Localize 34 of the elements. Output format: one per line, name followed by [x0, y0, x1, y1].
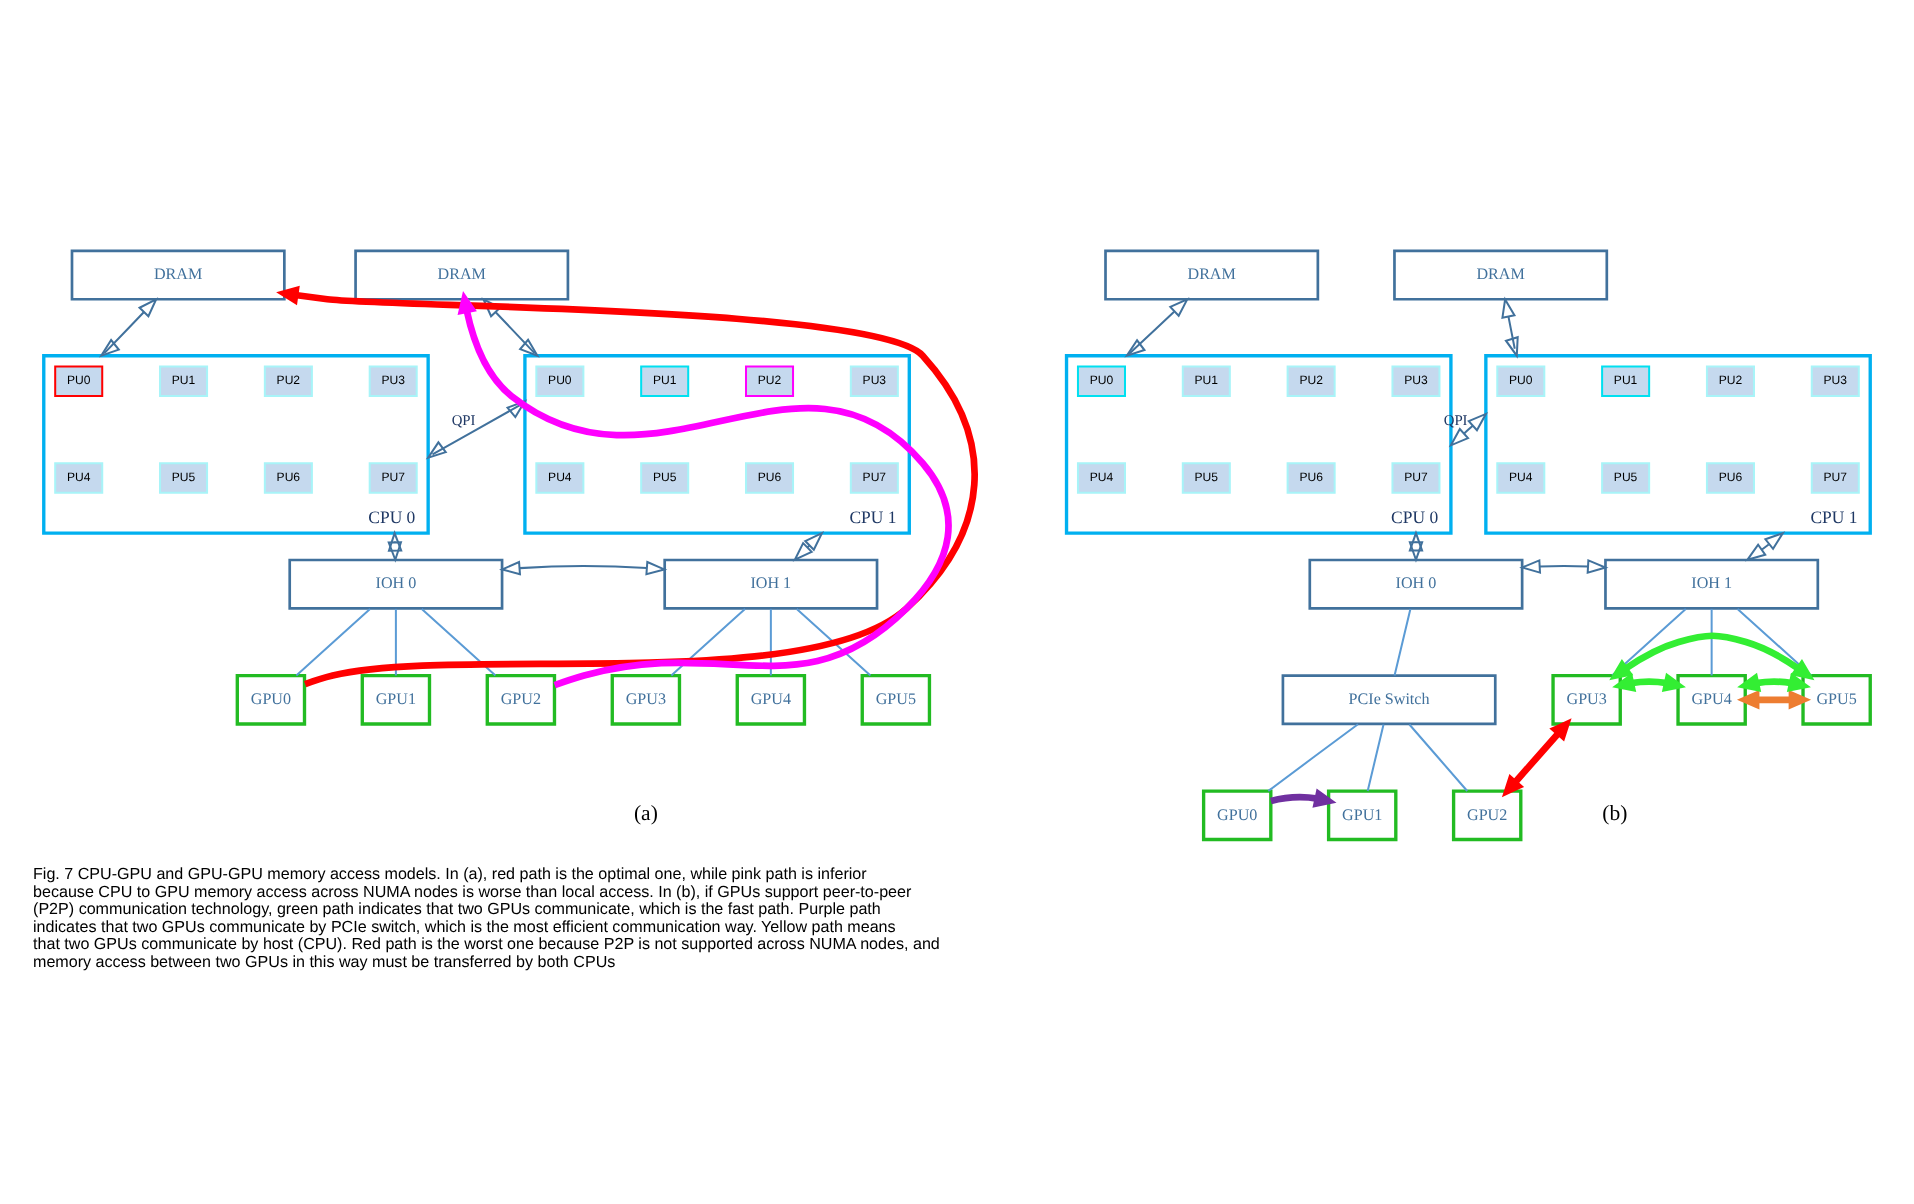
connector	[421, 607, 497, 676]
label: (b)	[1602, 801, 1628, 826]
arrow	[98, 296, 159, 357]
connector	[1736, 607, 1812, 676]
arrow	[1408, 529, 1424, 562]
connector	[1393, 607, 1412, 675]
arrow	[1612, 671, 1686, 692]
arrow	[1736, 688, 1812, 709]
arrow	[1609, 631, 1815, 680]
connector	[796, 607, 872, 676]
arrow	[425, 398, 528, 459]
arrow	[1270, 787, 1337, 807]
connector	[1710, 607, 1713, 675]
connector	[1366, 723, 1385, 791]
connector	[1611, 607, 1687, 676]
arrow	[1519, 557, 1609, 573]
arrow	[1744, 530, 1786, 561]
arrow	[457, 290, 952, 688]
arrow	[1501, 717, 1572, 797]
connector	[394, 607, 397, 675]
arrow	[387, 529, 403, 562]
connector	[1267, 722, 1359, 791]
arrow	[792, 529, 825, 561]
connector	[670, 607, 746, 676]
edge-label: QPI	[451, 410, 476, 429]
label: (a)	[633, 801, 658, 826]
arrow	[1124, 296, 1190, 357]
arrow	[499, 559, 668, 575]
connector	[295, 607, 371, 676]
arrow	[276, 284, 978, 687]
connector	[769, 607, 772, 675]
connector	[1408, 722, 1468, 791]
arrow	[1501, 295, 1519, 358]
arrow	[1737, 671, 1811, 692]
